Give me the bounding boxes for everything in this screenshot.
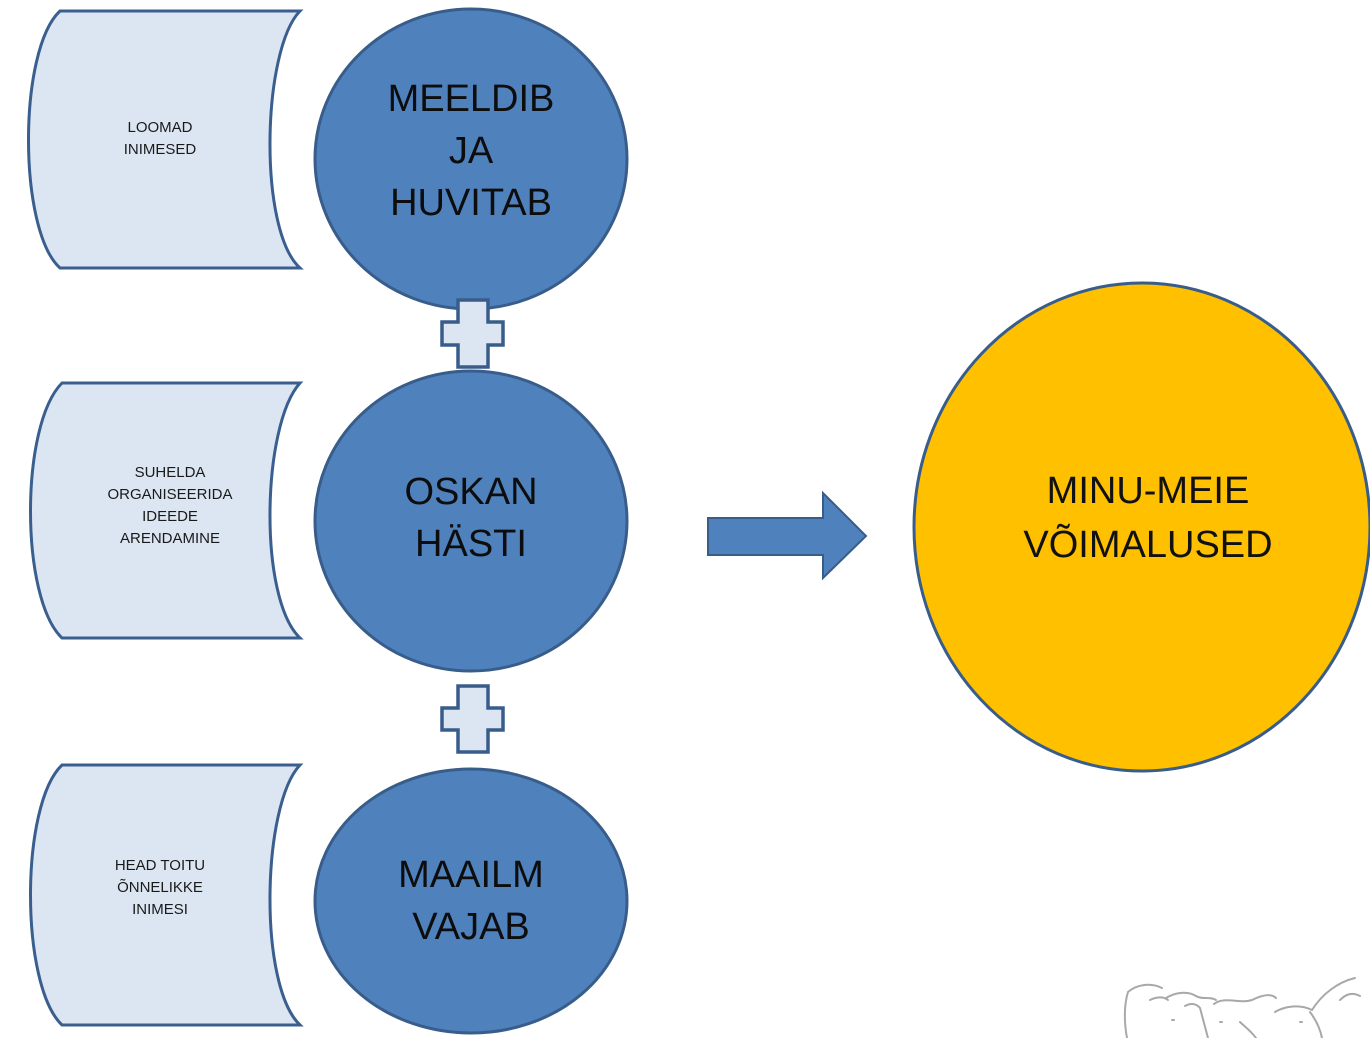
oskan-circle	[313, 369, 629, 673]
circle-text-skills: OSKAN HÄSTI	[330, 466, 612, 570]
tab-text-likes: LOOMAD INIMESED	[60, 117, 260, 161]
circle-line: HÄSTI	[415, 523, 527, 565]
circle-line: OSKAN	[404, 471, 538, 513]
maailm-circle	[313, 767, 629, 1035]
result-line: VÕIMALUSED	[1023, 524, 1273, 566]
circle-line: HUVITAB	[390, 182, 552, 224]
tab-line: ÕNNELIKKE	[117, 879, 203, 896]
animal-sketch-watermark	[1123, 977, 1361, 1038]
tab-line: ARENDAMINE	[119, 530, 220, 547]
plus-icon	[440, 298, 505, 369]
tab-line: INIMESED	[123, 141, 197, 158]
tab-line: INIMESI	[132, 901, 188, 918]
tab-line: LOOMAD	[127, 119, 193, 136]
circle-line: JA	[448, 130, 494, 172]
arrow-right-icon	[707, 490, 868, 581]
tab-line: HEAD TOITU	[114, 857, 206, 874]
circle-line: VAJAB	[412, 906, 530, 948]
result-text: MINU-MEIE VÕIMALUSED	[960, 464, 1336, 572]
plus-icon	[440, 684, 505, 754]
circle-text-likes: MEELDIB JA HUVITAB	[330, 73, 612, 229]
circle-line: MAAILM	[398, 854, 544, 896]
result-circle	[912, 281, 1370, 773]
result-line: MINU-MEIE	[1046, 470, 1250, 512]
scroll-tab-shape-2	[29, 381, 304, 640]
tab-line: IDEEDE	[142, 508, 198, 525]
tab-text-needs: HEAD TOITU ÕNNELIKKE INIMESI	[60, 855, 260, 921]
circle-text-needs: MAAILM VAJAB	[330, 849, 612, 953]
scroll-tab-shape-3	[29, 763, 304, 1027]
circle-line: MEELDIB	[387, 78, 555, 120]
scroll-tab-shape-1	[27, 9, 304, 270]
tab-text-skills: SUHELDA ORGANISEERIDA IDEEDE ARENDAMINE	[60, 462, 280, 550]
tab-line: SUHELDA	[134, 464, 206, 481]
tab-line: ORGANISEERIDA	[107, 486, 233, 503]
